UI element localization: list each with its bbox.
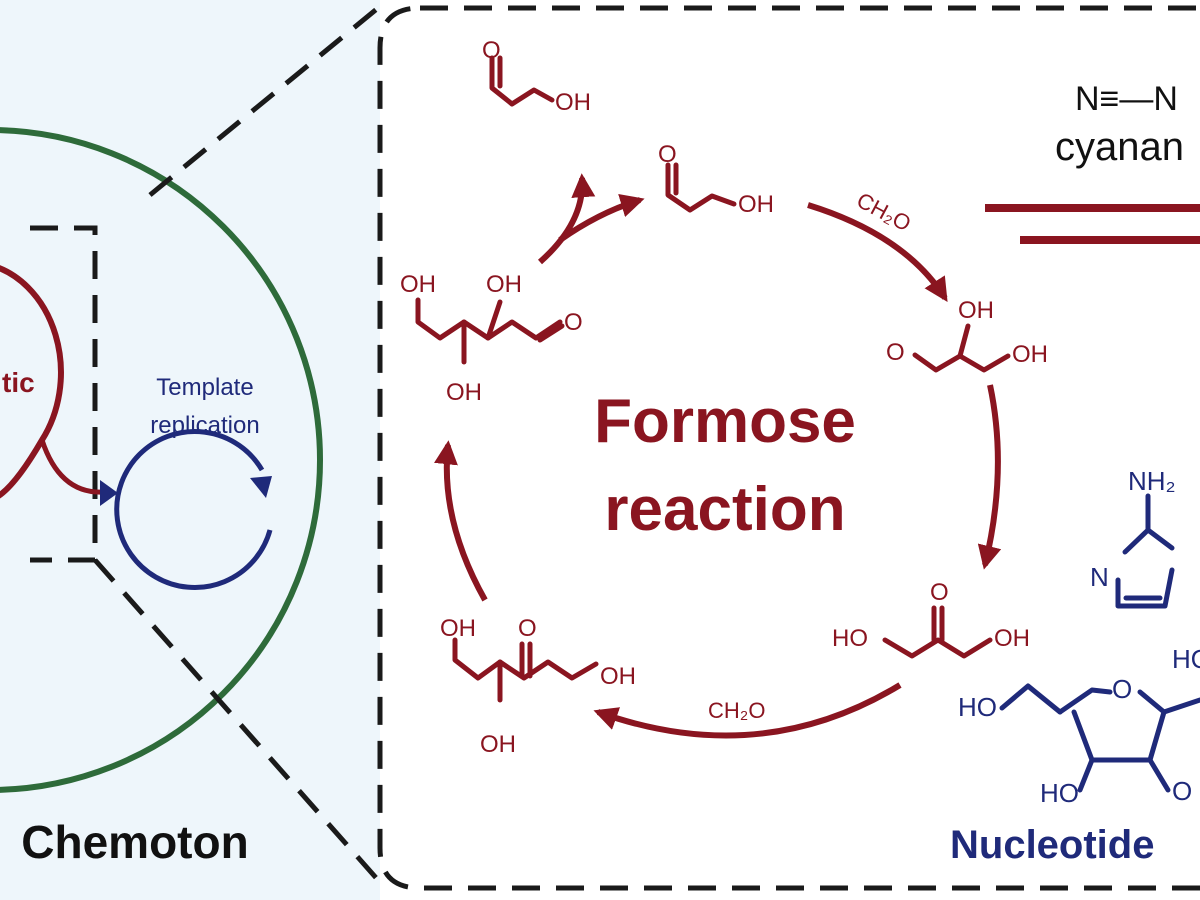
atom-oh: OH [600, 663, 636, 690]
formose-title-line1: Formose [594, 387, 856, 456]
metabolic-partial-label: tic [2, 367, 35, 398]
chemoton-title: Chemoton [21, 816, 248, 868]
left-panel: tic Template replication Chemoton [0, 0, 380, 900]
arrow-to-aldopentose [434, 440, 488, 602]
membrane-circle [0, 127, 323, 793]
atom-oh: OH [994, 625, 1030, 652]
atom-o: O [886, 339, 905, 366]
atom-o: O [564, 309, 583, 336]
atom-oh: OH [446, 379, 482, 406]
atom-o: O [930, 579, 949, 606]
zoom-frame [377, 5, 1200, 891]
zoom-box-small [30, 225, 98, 563]
atom-ho: HO [832, 625, 868, 652]
cyanamide-label: cyanan [1055, 125, 1184, 169]
atom-ho: HO [958, 692, 997, 722]
atom-oh: OH [486, 271, 522, 298]
metabolic-cycle-arc [0, 265, 64, 499]
glyceraldehyde: O OH OH [886, 297, 1048, 373]
atom-o: O [1172, 776, 1192, 806]
arrow-to-glyceraldehyde [807, 202, 948, 303]
arrow-to-ketopentose [593, 682, 902, 739]
glycolaldehyde-product: O OH [482, 37, 591, 116]
amine-label: NH₂ [1128, 466, 1176, 496]
atom-oh: OH [440, 615, 476, 642]
split-arrow-up [538, 173, 596, 265]
nucleotide-label: Nucleotide [950, 823, 1154, 867]
reagent-ch2o-bottom: CH₂O [708, 698, 765, 723]
dihydroxyacetone: O HO OH [832, 579, 1030, 659]
atom-oh: OH [1012, 341, 1048, 368]
ketopentose: OH O OH OH [440, 615, 636, 758]
atom-oh: OH [400, 271, 436, 298]
formose-title-line2: reaction [604, 475, 845, 544]
atom-oh: OH [958, 297, 994, 324]
template-replication-cycle [114, 429, 273, 590]
atom-o: O [518, 615, 537, 642]
aminooxazole: NH₂ N [1090, 466, 1176, 609]
coupling-arrow [39, 439, 106, 495]
template-cycle-arrowhead [250, 476, 272, 498]
zoom-connector-bottom [93, 558, 380, 882]
arrow-to-dihydroxyacetone [977, 384, 1002, 570]
atom-ho: HO [1040, 778, 1079, 808]
atom-oh: OH [555, 89, 591, 116]
atom-oh: OH [738, 191, 774, 218]
glycolaldehyde-main: O OH [658, 141, 774, 218]
left-panel-background [0, 0, 380, 900]
aldopentose: OH OH O OH [400, 271, 583, 406]
split-arrow-right [558, 194, 645, 243]
atom-oh: OH [480, 731, 516, 758]
template-label-line1: Template [156, 374, 253, 401]
nucleotide-structure: HO HO O HO O Nucleotide [950, 644, 1200, 867]
cyanamide-formula: N≡—N [1075, 80, 1178, 118]
atom-o: O [1112, 674, 1132, 704]
formose-cycle: Formose reaction O OH O OH CH₂O O OH O [400, 37, 1048, 758]
atom-n: N [1090, 562, 1109, 592]
atom-ho: HO [1172, 644, 1200, 674]
atom-o: O [658, 141, 677, 168]
coupling-arrow-head [100, 480, 118, 506]
atom-o: O [482, 37, 501, 64]
prebiotic-panel: N≡—N cyanan NH₂ N HO HO O HO O Nucleotid… [950, 80, 1200, 867]
zoom-connector-top [148, 6, 380, 197]
